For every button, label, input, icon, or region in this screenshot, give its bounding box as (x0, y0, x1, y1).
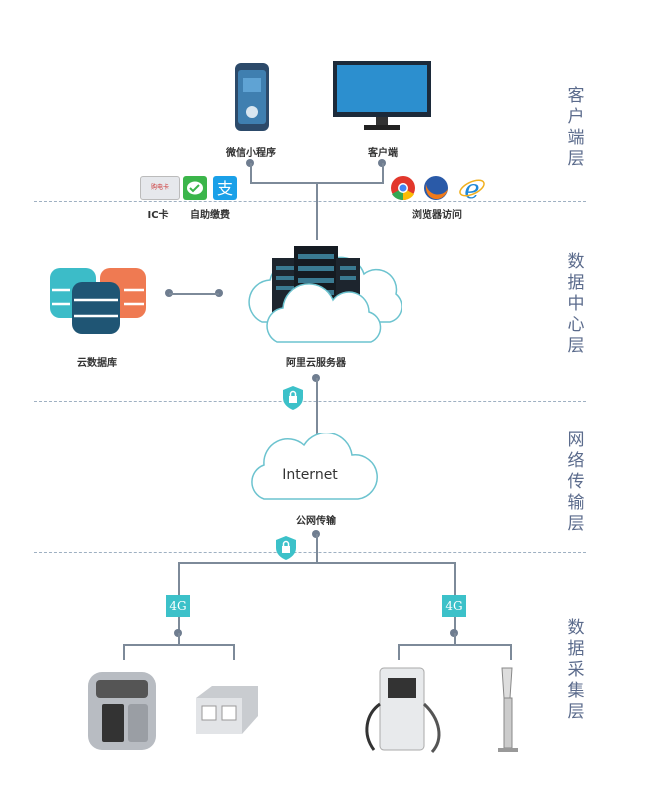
cloud-server-icon (248, 246, 402, 343)
shield-lock-icon (283, 386, 303, 410)
wechat-pay-icon (183, 176, 207, 200)
internet-cloud-icon (251, 433, 378, 500)
4g-badge: 4G (166, 595, 190, 617)
shield-lock-icon (276, 536, 296, 560)
svg-text:支: 支 (217, 179, 233, 198)
label-desktop-client: 客户端 (368, 148, 398, 159)
label-database: 云数据库 (77, 358, 117, 369)
connector-dot (215, 289, 223, 297)
label-self-pay: 自助缴费 (190, 210, 230, 221)
layer-label-client: 客户端层 (567, 86, 585, 169)
label-miniprogram: 微信小程序 (226, 148, 276, 159)
divider (34, 401, 586, 402)
database-icon (50, 268, 146, 334)
layer-label-network: 网络传输层 (567, 430, 585, 534)
ie-icon: e (459, 175, 485, 202)
alipay-icon: 支 (213, 176, 237, 200)
label-browser: 浏览器访问 (412, 210, 462, 221)
label-ic-card: IC卡 (147, 210, 169, 221)
charging-pile-icon (498, 667, 518, 752)
svg-text:e: e (464, 175, 479, 202)
label-server: 阿里云服务器 (286, 358, 346, 369)
4g-badge: 4G (442, 595, 466, 617)
firefox-icon (424, 176, 448, 200)
divider (34, 552, 586, 553)
internet-label: Internet (282, 467, 338, 483)
layer-label-collection: 数据采集层 (567, 618, 585, 722)
chrome-icon (391, 176, 415, 201)
prepaid-meter-icon (88, 672, 156, 750)
monitor-icon (333, 61, 431, 130)
divider (34, 201, 586, 202)
smart-socket-icon (196, 686, 258, 734)
ic-card-icon: 购电卡 (140, 176, 180, 200)
ev-charger-icon (365, 667, 441, 754)
phone-icon (235, 63, 269, 131)
layer-label-datacenter: 数据中心层 (567, 252, 585, 356)
label-public-network: 公网传输 (296, 516, 336, 527)
